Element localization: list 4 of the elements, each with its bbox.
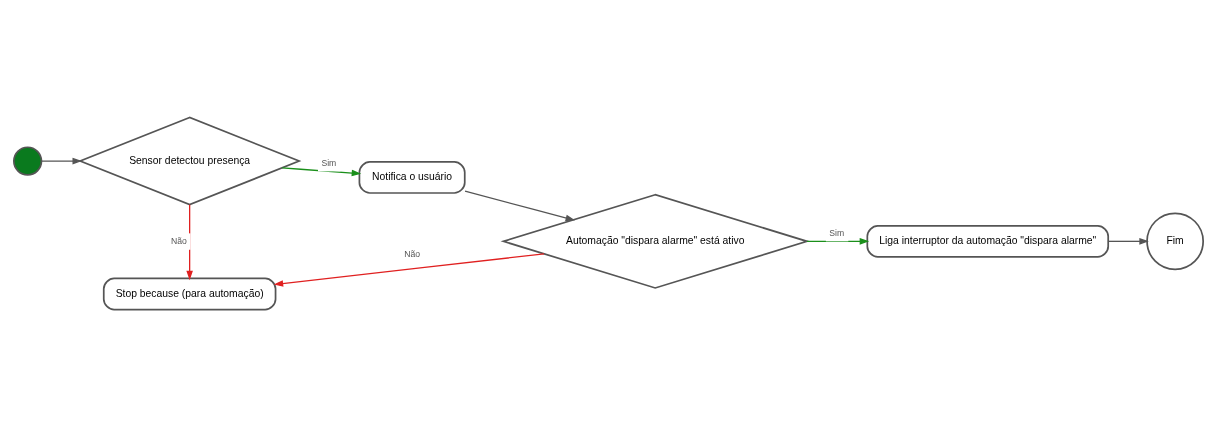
edge-label: Não bbox=[171, 236, 187, 247]
edge-label: Sim bbox=[321, 157, 337, 168]
edge-label: Não bbox=[404, 249, 421, 260]
edge-label: Sim bbox=[829, 227, 845, 238]
